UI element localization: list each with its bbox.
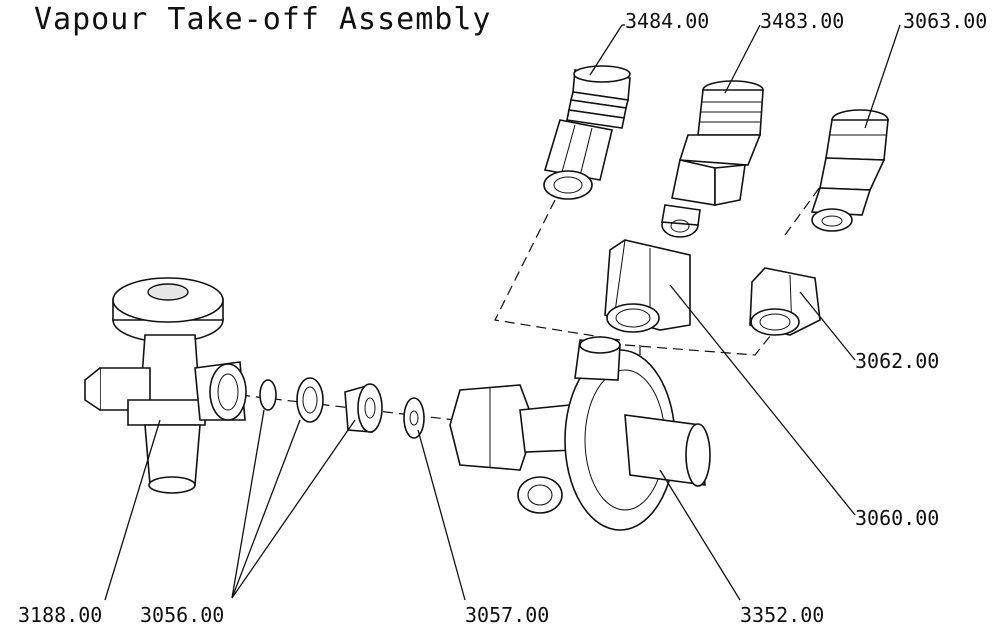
part-3062-hex-nut xyxy=(749,267,821,336)
part-3057-washer xyxy=(403,397,425,439)
label-3062: 3062.00 xyxy=(855,349,939,373)
label-3188: 3188.00 xyxy=(18,603,102,627)
centerlines xyxy=(239,179,826,421)
part-3063-fitting xyxy=(810,109,889,232)
label-3057: 3057.00 xyxy=(465,603,549,627)
part-3188-valve xyxy=(84,277,247,494)
label-3483: 3483.00 xyxy=(760,9,844,33)
part-3483-fitting xyxy=(661,80,764,238)
part-3484-fitting xyxy=(543,65,631,200)
leader-lines xyxy=(104,24,901,601)
label-3056: 3056.00 xyxy=(140,603,224,627)
part-3056-washers xyxy=(259,377,383,433)
label-3352: 3352.00 xyxy=(740,603,824,627)
label-3060: 3060.00 xyxy=(855,506,939,530)
diagram-title: Vapour Take-off Assembly xyxy=(34,2,492,37)
part-3060-hex-nut xyxy=(604,239,691,333)
label-3063: 3063.00 xyxy=(903,9,987,33)
part-3352-regulator xyxy=(449,336,711,531)
label-3484: 3484.00 xyxy=(625,9,709,33)
